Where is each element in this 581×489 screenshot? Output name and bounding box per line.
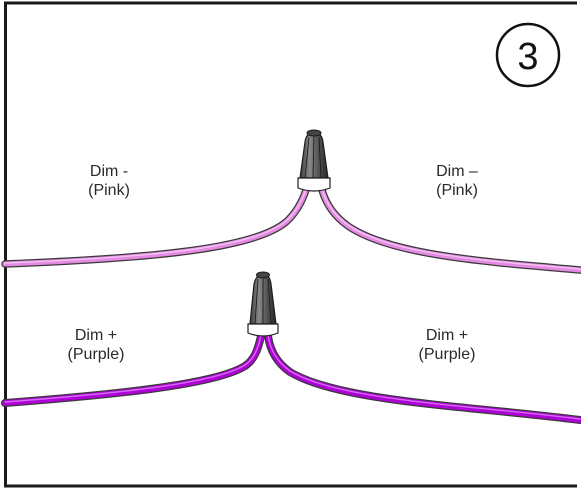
step-number-text: 3 xyxy=(517,36,538,78)
label-line-2: (Pink) xyxy=(436,182,478,199)
pink-wire-right xyxy=(318,186,581,274)
purple-wire-right xyxy=(264,332,581,424)
label-line-1: Dim + xyxy=(74,327,118,344)
wire-nut-connector-icon xyxy=(247,271,279,337)
label-line-1: Dim - xyxy=(89,163,129,180)
label-dim-plus-purple-right: Dim + (Purple) xyxy=(387,326,507,364)
label-dim-minus-pink-right: Dim – (Pink) xyxy=(397,162,517,200)
step-number-badge: 3 xyxy=(495,22,561,88)
label-line-2: (Pink) xyxy=(88,182,130,199)
pink-wire-left xyxy=(1,186,310,268)
label-line-2: (Purple) xyxy=(418,346,476,363)
purple-wire-left xyxy=(1,332,265,407)
frame-border xyxy=(4,1,577,488)
label-line-1: Dim + xyxy=(425,327,469,344)
label-line-2: (Purple) xyxy=(67,346,125,363)
label-line-1: Dim – xyxy=(436,163,478,180)
label-dim-minus-pink-left: Dim - (Pink) xyxy=(49,162,169,200)
label-dim-plus-purple-left: Dim + (Purple) xyxy=(36,326,156,364)
step-number-circle xyxy=(495,22,561,88)
wire-nut-connector-icon xyxy=(297,129,331,192)
